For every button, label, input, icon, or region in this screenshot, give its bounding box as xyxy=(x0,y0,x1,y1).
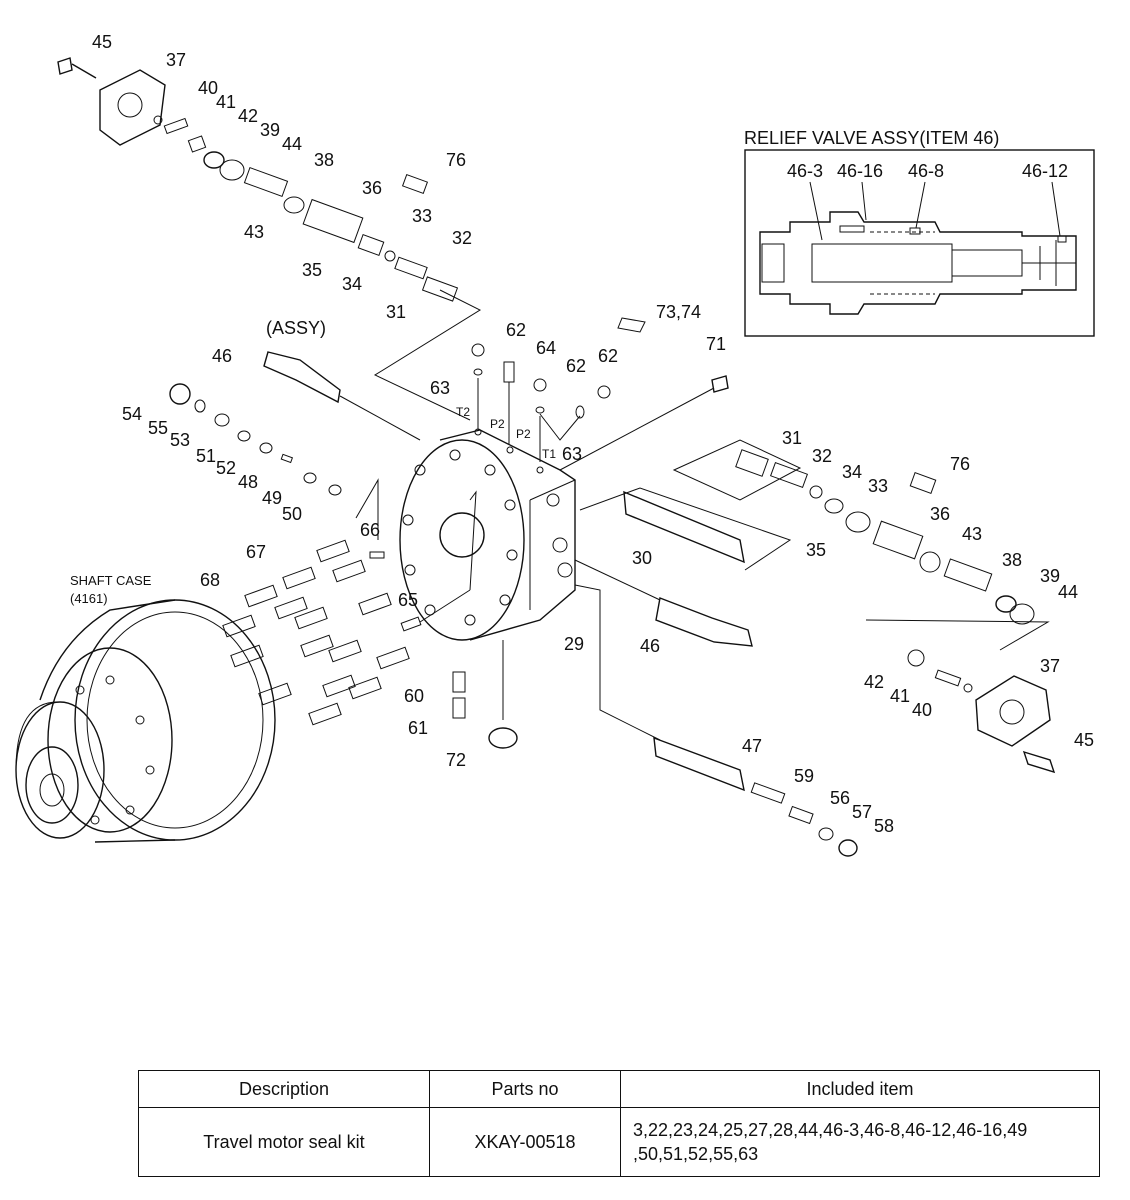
callout-67: 67 xyxy=(246,542,266,562)
callout-33-right: 33 xyxy=(868,476,888,496)
header-description: Description xyxy=(138,1070,430,1108)
callout-50: 50 xyxy=(282,504,302,524)
callout-62-far: 62 xyxy=(598,346,618,366)
shaft-case-drawing: SHAFT CASE (4161) xyxy=(15,573,276,843)
part-callouts: 45 37 40 41 42 39 44 38 43 36 33 35 32 3… xyxy=(92,32,1094,836)
callout-48: 48 xyxy=(238,472,258,492)
callout-32-right: 32 xyxy=(812,446,832,466)
callout-61: 61 xyxy=(408,718,428,738)
callout-40-right: 40 xyxy=(912,700,932,720)
callout-72: 72 xyxy=(446,750,466,770)
callout-35: 35 xyxy=(302,260,322,280)
callout-63-right: 63 xyxy=(562,444,582,464)
callout-36: 36 xyxy=(362,178,382,198)
cell-description: Travel motor seal kit xyxy=(138,1107,430,1177)
callout-49: 49 xyxy=(262,488,282,508)
relief-label-46-3: 46-3 xyxy=(787,161,823,181)
shaft-case-label: SHAFT CASE xyxy=(70,573,152,588)
callout-64: 64 xyxy=(536,338,556,358)
callout-31: 31 xyxy=(386,302,406,322)
callout-42-right: 42 xyxy=(864,672,884,692)
callout-57: 57 xyxy=(852,802,872,822)
callout-56: 56 xyxy=(830,788,850,808)
callout-60: 60 xyxy=(404,686,424,706)
callout-41-right: 41 xyxy=(890,686,910,706)
callout-68: 68 xyxy=(200,570,220,590)
callout-37: 37 xyxy=(166,50,186,70)
callout-62-right: 62 xyxy=(566,356,586,376)
callout-39-right: 39 xyxy=(1040,566,1060,586)
callout-65: 65 xyxy=(398,590,418,610)
callout-38: 38 xyxy=(314,150,334,170)
port-label-t2: T2 xyxy=(456,405,470,419)
relief-label-46-12: 46-12 xyxy=(1022,161,1068,181)
callout-54: 54 xyxy=(122,404,142,424)
valve-casing-drawing xyxy=(399,428,576,641)
port-label-p2-right: P2 xyxy=(516,427,531,441)
relief-label-46-16: 46-16 xyxy=(837,161,883,181)
included-items-line-2: ,50,51,52,55,63 xyxy=(633,1144,759,1164)
seal-kit-header-row: Description Parts no Included item xyxy=(138,1070,1100,1108)
callout-37-right: 37 xyxy=(1040,656,1060,676)
seal-kit-table: Description Parts no Included item Trave… xyxy=(138,1070,1100,1177)
callout-33: 33 xyxy=(412,206,432,226)
table-row: Travel motor seal kit XKAY-00518 3,22,23… xyxy=(138,1107,1100,1177)
port-label-t1: T1 xyxy=(542,447,556,461)
callout-47: 47 xyxy=(742,736,762,756)
callout-55: 55 xyxy=(148,418,168,438)
callout-45-right: 45 xyxy=(1074,730,1094,750)
callout-62: 62 xyxy=(506,320,526,340)
callout-44-right: 44 xyxy=(1058,582,1078,602)
right-side-parts xyxy=(574,439,1056,857)
callout-43: 43 xyxy=(244,222,264,242)
callout-38-right: 38 xyxy=(1002,550,1022,570)
relief-valve-inset: RELIEF VALVE ASSY(ITEM 46) 46-3 46-16 46… xyxy=(744,128,1095,337)
callout-42: 42 xyxy=(238,106,258,126)
assy-label: (ASSY) xyxy=(266,318,326,338)
callout-53: 53 xyxy=(170,430,190,450)
callout-29: 29 xyxy=(564,634,584,654)
callout-31-right: 31 xyxy=(782,428,802,448)
callout-43-right: 43 xyxy=(962,524,982,544)
callout-63: 63 xyxy=(430,378,450,398)
included-items-line-1: 3,22,23,24,25,27,28,44,46-3,46-8,46-12,4… xyxy=(633,1120,1028,1140)
callout-76: 76 xyxy=(446,150,466,170)
callout-35-right: 35 xyxy=(806,540,826,560)
callout-52: 52 xyxy=(216,458,236,478)
callout-58: 58 xyxy=(874,816,894,836)
relief-valve-title: RELIEF VALVE ASSY(ITEM 46) xyxy=(744,128,999,148)
relief-label-46-8: 46-8 xyxy=(908,161,944,181)
callout-51: 51 xyxy=(196,446,216,466)
callout-66: 66 xyxy=(360,520,380,540)
callout-34: 34 xyxy=(342,274,362,294)
callout-32: 32 xyxy=(452,228,472,248)
callout-39: 39 xyxy=(260,120,280,140)
callout-73-74: 73,74 xyxy=(656,302,701,322)
cell-parts-no: XKAY-00518 xyxy=(429,1107,621,1177)
exploded-parts-diagram: RELIEF VALVE ASSY(ITEM 46) 46-3 46-16 46… xyxy=(15,32,1095,857)
cell-included-item: 3,22,23,24,25,27,28,44,46-3,46-8,46-12,4… xyxy=(620,1107,1100,1177)
callout-45: 45 xyxy=(92,32,112,52)
upper-left-parts xyxy=(57,57,729,471)
callout-46: 46 xyxy=(212,346,232,366)
header-parts-no: Parts no xyxy=(429,1070,621,1108)
callout-46-lower: 46 xyxy=(640,636,660,656)
callout-71: 71 xyxy=(706,334,726,354)
callout-36-right: 36 xyxy=(930,504,950,524)
port-label-p2-left: P2 xyxy=(490,417,505,431)
callout-40: 40 xyxy=(198,78,218,98)
header-included-item: Included item xyxy=(620,1070,1100,1108)
callout-34-right: 34 xyxy=(842,462,862,482)
callout-59: 59 xyxy=(794,766,814,786)
left-side-parts xyxy=(169,383,518,749)
shaft-case-number: (4161) xyxy=(70,591,108,606)
callout-41: 41 xyxy=(216,92,236,112)
callout-76-right: 76 xyxy=(950,454,970,474)
callout-30: 30 xyxy=(632,548,652,568)
callout-44: 44 xyxy=(282,134,302,154)
